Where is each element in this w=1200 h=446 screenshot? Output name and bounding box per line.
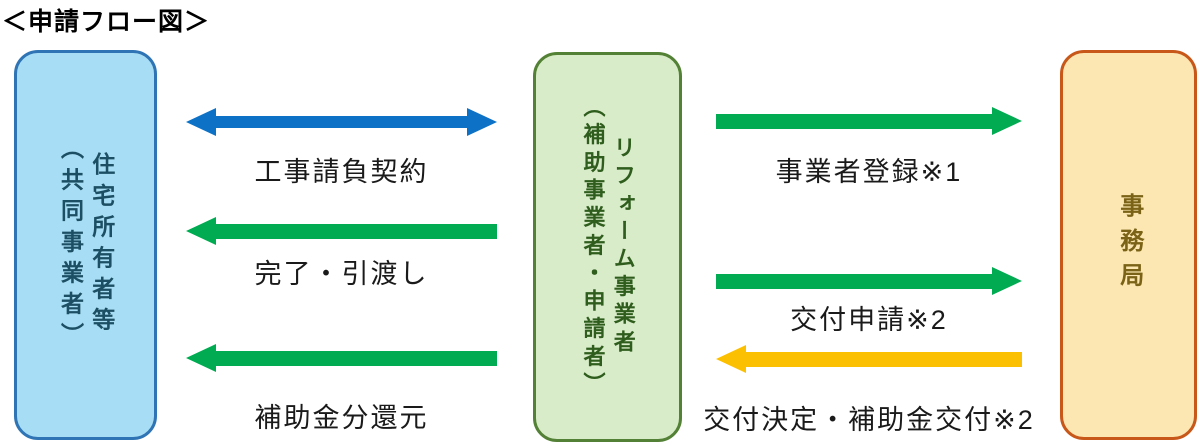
box-reform-contractor-line1: リフォーム事業者 <box>610 136 636 358</box>
right-arrow-icon <box>716 267 1022 295</box>
flow-subsidy-redistribution: 補助金分還元 <box>186 344 497 435</box>
arrow-left-head-icon <box>186 108 216 136</box>
arrow-right-head-icon <box>467 108 497 136</box>
flow-grant-application: 交付申請※2 <box>716 267 1022 337</box>
flow-grant-application-label: 交付申請※2 <box>790 305 948 335</box>
left-arrow-icon <box>186 217 497 245</box>
arrow-right-head-icon <box>992 107 1022 135</box>
diagram-title: ＜申請フロー図＞ <box>2 8 211 36</box>
flow-grant-decision-payment: 交付決定・補助金交付※2 <box>703 345 1033 437</box>
flow-grant-decision-payment-label: 交付決定・補助金交付※2 <box>703 405 1035 435</box>
arrow-left-head-icon <box>186 217 216 245</box>
box-reform-contractor-line2: （補助事業者・申請者） <box>580 94 606 400</box>
double-arrow-icon <box>186 108 497 136</box>
arrow-shaft <box>216 116 467 128</box>
flow-construction-contract: 工事請負契約 <box>186 108 497 189</box>
arrow-shaft <box>716 113 992 129</box>
box-secretariat: 事務局 <box>1060 50 1197 440</box>
box-reform-contractor: リフォーム事業者 （補助事業者・申請者） <box>533 52 682 442</box>
flow-completion-handover-label: 完了・引渡し <box>254 259 429 289</box>
left-arrow-icon <box>186 344 497 372</box>
box-homeowner-line2: （共同事業者） <box>57 136 84 354</box>
arrow-shaft <box>216 350 497 366</box>
arrow-shaft <box>716 273 992 289</box>
arrow-left-head-icon <box>186 344 216 372</box>
flow-contractor-registration: 事業者登録※1 <box>716 107 1022 189</box>
box-homeowner: 住宅所有者等 （共同事業者） <box>14 50 157 440</box>
right-arrow-icon <box>716 107 1022 135</box>
box-homeowner-line1: 住宅所有者等 <box>88 151 115 339</box>
flow-completion-handover: 完了・引渡し <box>186 217 497 291</box>
flow-contractor-registration-label: 事業者登録※1 <box>775 157 963 187</box>
flow-construction-contract-label: 工事請負契約 <box>254 157 429 187</box>
arrow-shaft <box>746 351 1022 367</box>
arrow-right-head-icon <box>992 267 1022 295</box>
box-secretariat-line1: 事務局 <box>1115 192 1143 298</box>
left-arrow-icon <box>716 345 1022 373</box>
arrow-left-head-icon <box>716 345 746 373</box>
arrow-shaft <box>216 223 497 239</box>
flow-subsidy-redistribution-label: 補助金分還元 <box>254 403 429 433</box>
